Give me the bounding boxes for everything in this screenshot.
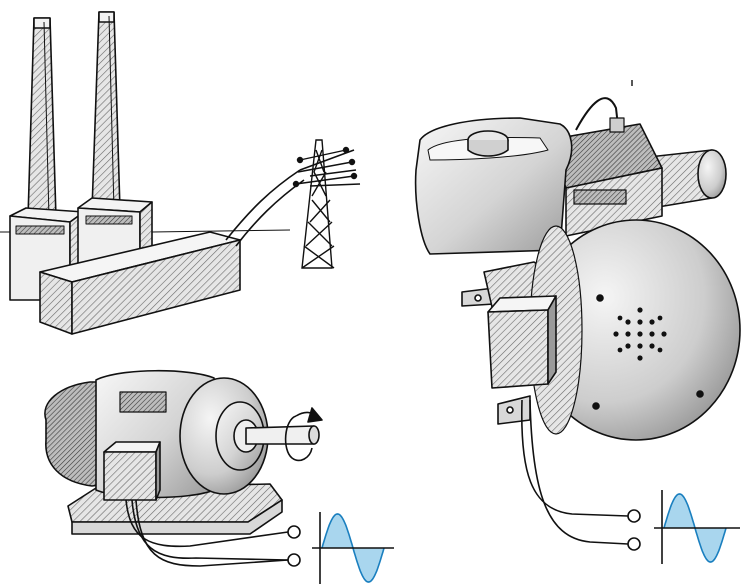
engine-terminal-bottom [627,537,641,551]
plant-hall [39,231,241,335]
generator-shaft [245,425,315,445]
engine-generator [414,80,741,441]
chimney-right [91,11,121,211]
spark-plug-wire [575,97,619,131]
chimney-left [27,17,57,219]
power-plant [0,11,291,335]
fuel-tank [414,117,573,255]
generator-output-leads [125,499,301,567]
rotation-arrow-icon [284,415,313,462]
engine-generator-output-leads [520,399,641,551]
electric-generator-motor [44,369,323,535]
generator-ac-sine-wave [312,512,394,584]
vent-grille [613,307,667,361]
engine-terminal-top [627,509,641,523]
cylinder-fins [547,123,663,237]
transmission-tower [292,139,358,269]
engine-generator-ac-sine-wave [654,490,740,564]
generator-terminal-top [287,525,301,539]
generator-terminal-bottom [287,553,301,567]
